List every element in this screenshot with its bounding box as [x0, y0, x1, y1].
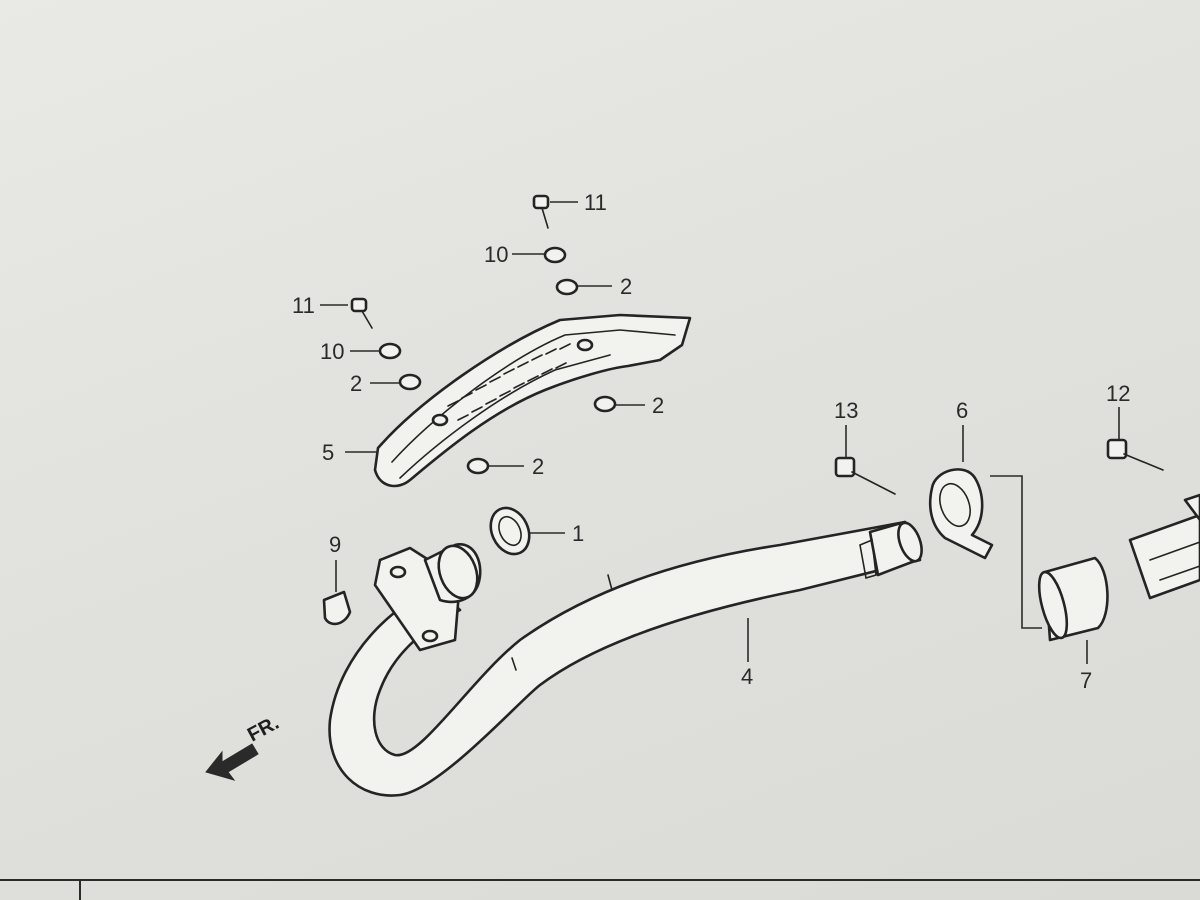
- nut-2-right: [593, 395, 617, 413]
- callout-6: 6: [956, 398, 968, 423]
- front-arrow-icon: [205, 743, 259, 781]
- callout-10-left: 10: [320, 339, 344, 364]
- callout-labels: 11 10 2 11 10 2 2 2 5 1 9 4 13 6 12 7: [292, 190, 1130, 693]
- heat-shield: [373, 313, 692, 488]
- callout-11-left: 11: [292, 293, 315, 318]
- callout-10-top: 10: [484, 242, 508, 267]
- front-label: FR.: [244, 712, 283, 747]
- bolt-12: [1106, 438, 1164, 471]
- sleeve-7: [1037, 556, 1109, 642]
- callout-4: 4: [741, 664, 753, 689]
- callout-2-top: 2: [620, 274, 632, 299]
- callout-2-bottom: 2: [532, 454, 544, 479]
- callout-9: 9: [329, 532, 341, 557]
- nut-2-bottom: [466, 457, 490, 475]
- exhaust-pipe: [328, 520, 923, 797]
- sheet-footer-border: [0, 879, 1200, 900]
- muffler-joint-partial: [1128, 493, 1200, 600]
- callout-2-left: 2: [350, 371, 362, 396]
- nut-2-top: [555, 278, 579, 296]
- bolt-13: [834, 456, 896, 495]
- callout-5: 5: [322, 440, 334, 465]
- callout-1: 1: [572, 521, 584, 546]
- washer-10-top: [543, 246, 567, 264]
- bolt-11-top: [532, 194, 550, 229]
- callout-11-top: 11: [584, 190, 607, 215]
- callout-7: 7: [1080, 668, 1092, 693]
- callout-13: 13: [834, 398, 858, 423]
- callout-12: 12: [1106, 381, 1130, 406]
- front-direction-indicator: FR.: [205, 712, 283, 781]
- bolt-11-left: [350, 297, 373, 329]
- leader-lines: [320, 201, 1120, 664]
- clamp-6: [928, 468, 994, 560]
- nut-2-left: [398, 373, 422, 391]
- washer-10-left: [378, 342, 402, 360]
- gasket-1: [489, 506, 531, 556]
- callout-2-right: 2: [652, 393, 664, 418]
- cap-nut-9: [322, 590, 352, 626]
- bracket-line: [990, 475, 1042, 629]
